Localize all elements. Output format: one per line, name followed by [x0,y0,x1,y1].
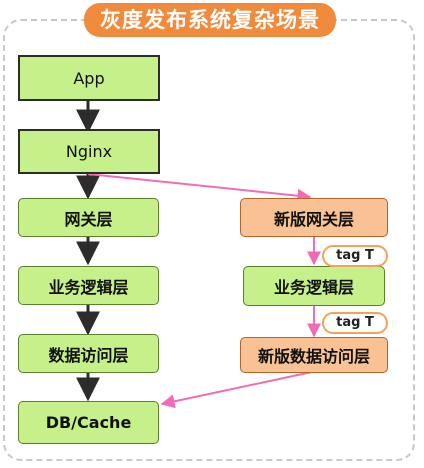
tag-t-label: tag T [322,245,388,267]
tag-t-label: tag T [322,312,388,334]
arrow-nginx-newgateway [87,173,312,203]
new-gateway-node: 新版网关层 [240,198,388,237]
diagram-title: 灰度发布系统复杂场景 [84,3,336,37]
new-data-access-node: 新版数据访问层 [240,337,388,373]
business-node: 业务逻辑层 [18,266,159,305]
nginx-node: Nginx [18,129,160,174]
gateway-node: 网关层 [18,198,159,237]
data-access-node: 数据访问层 [18,334,159,373]
right-business-node: 业务逻辑层 [243,266,385,306]
arrow-newdata-db [160,371,313,409]
db-cache-node: DB/Cache [18,401,159,444]
app-node: App [18,55,160,101]
